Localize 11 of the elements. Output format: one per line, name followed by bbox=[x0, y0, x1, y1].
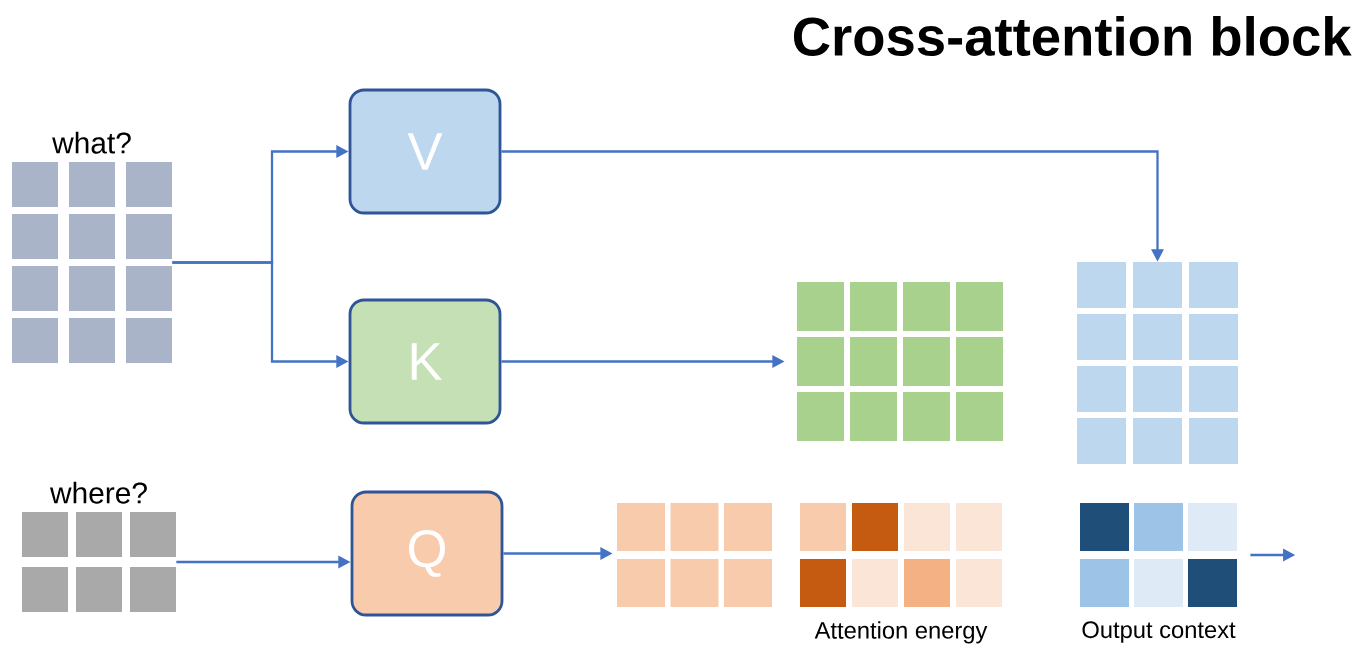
matrix-grid bbox=[617, 503, 772, 607]
process-box: K bbox=[348, 298, 502, 425]
process-box: V bbox=[348, 88, 502, 215]
grid-caption: Output context bbox=[1082, 621, 1236, 643]
grid-heading: where? bbox=[49, 481, 147, 504]
grid-heading: what? bbox=[52, 131, 131, 154]
title: Cross-attention block bbox=[793, 16, 1352, 56]
matrix-grid bbox=[1077, 262, 1238, 464]
process-box: Q bbox=[350, 490, 504, 617]
grid-caption: Attention energy bbox=[814, 621, 988, 644]
matrix-grid bbox=[797, 282, 1003, 441]
